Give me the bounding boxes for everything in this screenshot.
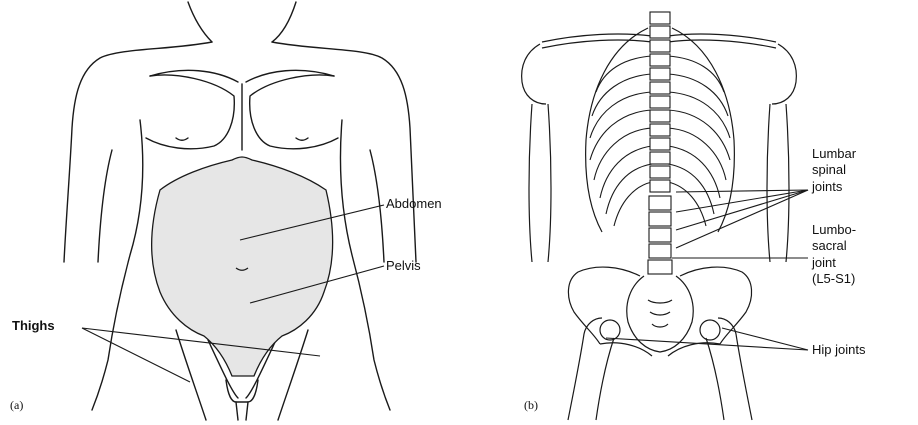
lumbosacral-joint-line-3: joint	[812, 255, 856, 271]
lumbar-spinal-joints-line-3: joints	[812, 179, 856, 195]
panel-a-tag: (a)	[10, 398, 23, 413]
thighs-label: Thighs	[12, 318, 55, 334]
lumbar-spinal-joints-label: Lumbar spinal joints	[812, 146, 856, 195]
abdomen-label: Abdomen	[386, 196, 442, 212]
lumbosacral-joint-line-4: (L5-S1)	[812, 271, 856, 287]
spine	[648, 12, 672, 274]
lumbosacral-joint-line-2: sacral	[812, 238, 856, 254]
lumbosacral-joint-line-1: Lumbo-	[812, 222, 856, 238]
femurs	[568, 318, 752, 420]
lumbar-spinal-joints-line-2: spinal	[812, 162, 856, 178]
pelvis-label: Pelvis	[386, 258, 421, 274]
abdomen-pelvis-shaded-region	[152, 157, 333, 376]
leader-lines-b	[606, 190, 808, 350]
hip-joints-label: Hip joints	[812, 342, 865, 358]
lumbosacral-joint-label: Lumbo- sacral joint (L5-S1)	[812, 222, 856, 287]
panel-b-tag: (b)	[524, 398, 538, 413]
lumbar-spinal-joints-line-1: Lumbar	[812, 146, 856, 162]
pelvis-bones	[568, 267, 751, 356]
